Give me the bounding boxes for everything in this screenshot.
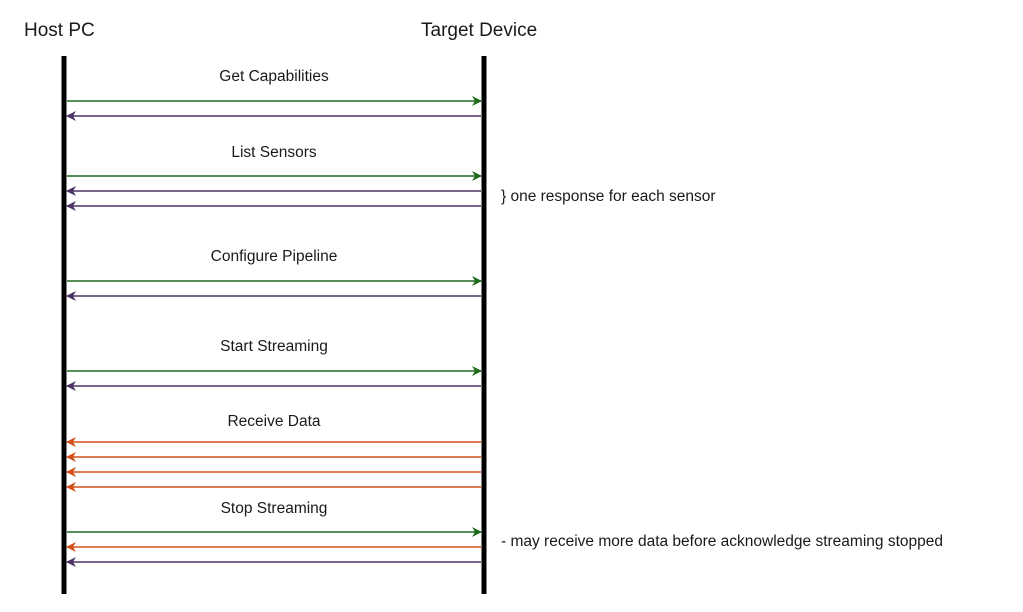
stop-streaming-note: - may receive more data before acknowled… — [501, 533, 943, 550]
get-capabilities-label: Get Capabilities — [219, 68, 329, 85]
start-streaming-label: Start Streaming — [220, 338, 328, 355]
list-sensors-label: List Sensors — [231, 144, 317, 161]
target-device-label: Target Device — [421, 20, 538, 41]
host-pc-label: Host PC — [24, 20, 95, 41]
receive-data-label: Receive Data — [227, 413, 321, 430]
sensor-response-note: } one response for each sensor — [501, 188, 716, 205]
configure-pipeline-label: Configure Pipeline — [210, 248, 338, 265]
stop-streaming-label: Stop Streaming — [220, 500, 328, 517]
